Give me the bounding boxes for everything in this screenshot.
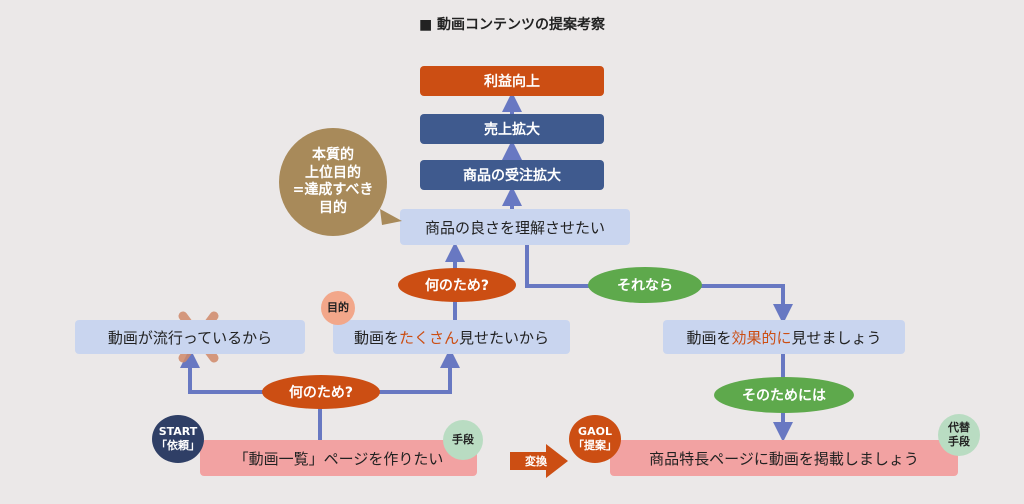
proposal-box: 商品特長ページに動画を掲載しましょう [610,440,958,476]
goal-sales-box: 売上拡大 [420,114,604,144]
many-box-prefix: 動画を [353,328,399,347]
goal-badge-line-1: GAOL [578,425,612,439]
bubble-tail [380,209,402,225]
essential-line-4: 目的 [319,199,347,216]
purpose-badge: 目的 [321,291,355,325]
trend-box: 動画が流行っているから [75,320,305,354]
essential-line-3: =達成すべき [292,182,374,198]
then-pill: それなら [588,267,702,303]
means-badge: 手段 [443,420,483,460]
page-title: ■ 動画コンテンツの提案考察 [418,17,606,33]
essential-line-1: 本質的 [312,147,354,163]
request-box: 「動画一覧」ページを作りたい [200,440,477,476]
essential-purpose-bubble: 本質的 上位目的 =達成すべき 目的 [279,128,387,236]
many-box: 動画をたくさん見せたいから [333,320,570,354]
goal-profit-box: 利益向上 [420,66,604,96]
start-badge-line-2: 「依頼」 [156,439,200,452]
many-box-accent: たくさん [398,328,459,347]
why-pill-lower: 何のため? [262,375,380,409]
goal-badge: GAOL 「提案」 [569,415,621,463]
many-box-suffix: 見せたいから [459,328,550,347]
effective-prefix: 動画を [686,328,732,347]
effective-suffix: 見せましょう [791,328,882,347]
why-pill-upper: 何のため? [398,268,516,302]
effective-box: 動画を効果的に見せましょう [663,320,905,354]
essential-line-2: 上位目的 [305,164,361,181]
start-badge-line-1: START [158,425,198,439]
effective-accent: 効果的に [731,328,792,347]
for-that-pill: そのためには [714,377,854,413]
alt-badge-line-1: 代替 [948,421,970,435]
goal-orders-box: 商品の受注拡大 [420,160,604,190]
understand-box: 商品の良さを理解させたい [400,209,630,245]
start-badge: START 「依頼」 [152,415,204,463]
alt-means-badge: 代替 手段 [938,414,980,456]
goal-badge-line-2: 「提案」 [573,439,617,452]
convert-arrow [510,444,568,478]
alt-badge-line-2: 手段 [948,435,970,448]
convert-arrow-label: 変換 [525,454,548,468]
